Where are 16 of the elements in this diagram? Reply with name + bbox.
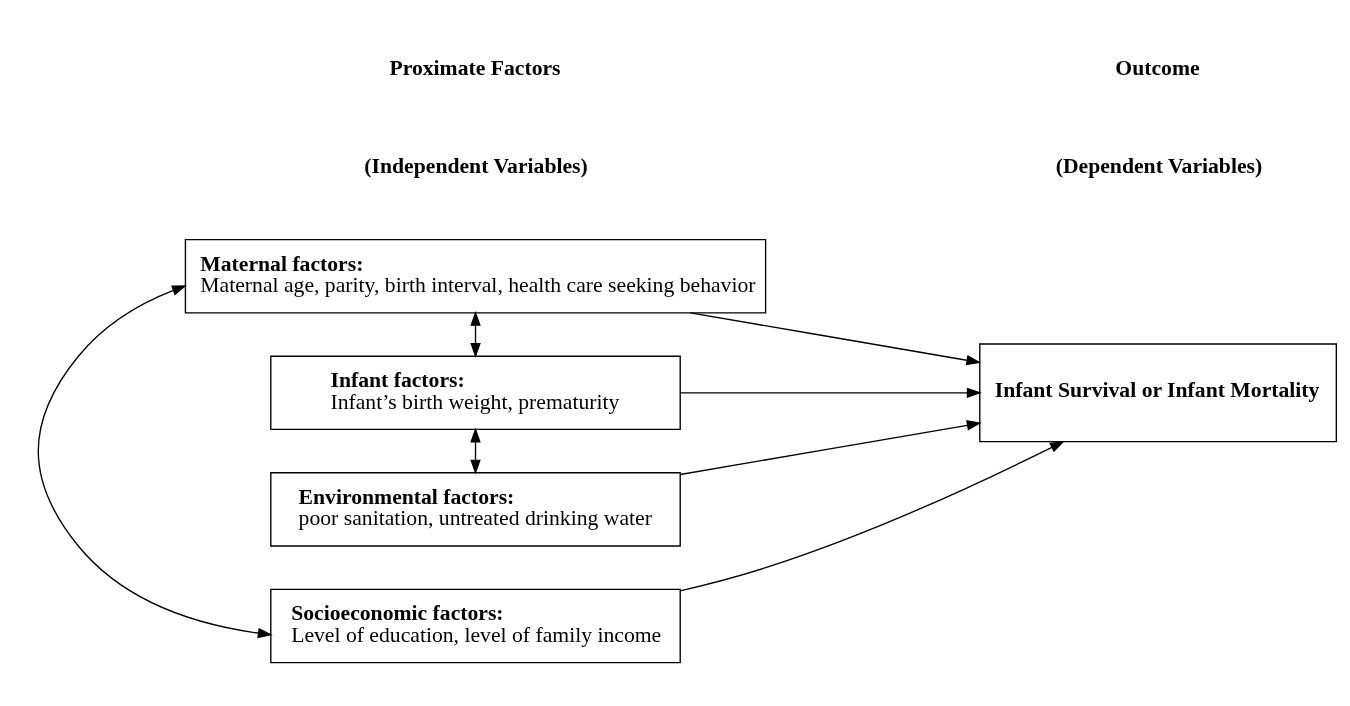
label: Proximate Factors bbox=[389, 55, 561, 80]
node-box: Maternal factors: Maternal age, parity, birth interval, health care seeking behavior bbox=[184, 238, 767, 313]
arrow bbox=[470, 310, 481, 358]
label: (Dependent Variables) bbox=[1055, 153, 1263, 178]
node-box: Socioeconomic factors: Level of education, level of family income bbox=[270, 588, 681, 663]
node-box: Infant factors: Infant’s birth weight, prematurity bbox=[270, 355, 681, 430]
arrow bbox=[37, 284, 273, 638]
arrow bbox=[470, 427, 481, 475]
node-box: Environmental factors: poor sanitation, untreated drinking water bbox=[270, 471, 681, 547]
arrow bbox=[679, 387, 982, 398]
arrow bbox=[679, 440, 1065, 591]
label: (Independent Variables) bbox=[364, 153, 588, 178]
arrow bbox=[689, 311, 982, 365]
label: Outcome bbox=[1115, 55, 1200, 80]
arrow bbox=[679, 419, 982, 475]
node-box: Infant Survival or Infant Mortality bbox=[979, 342, 1337, 442]
